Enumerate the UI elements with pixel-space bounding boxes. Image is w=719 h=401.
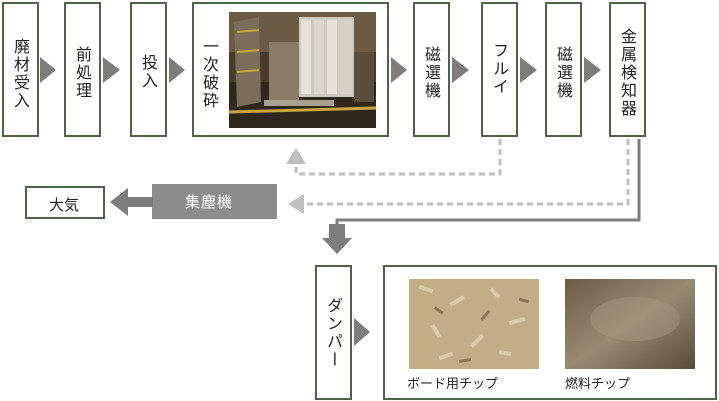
arrow-1 [40,57,56,83]
arrow-5 [452,57,469,83]
products-box: ボード用チップ 燃料チップ [383,265,717,400]
atmosphere-box: 大気 [25,186,105,219]
step-screen: フルイ [481,2,518,137]
arrow-3 [169,57,185,83]
step-screen-label: フルイ [490,42,509,96]
board-chip-label: ボード用チップ [407,377,499,392]
dashed-arrow-left [288,194,304,214]
step-primary-crushing-label: 一次破砕 [200,38,219,110]
step-waste-receiving: 廃材受入 [2,2,39,137]
arrow-to-atmosphere [110,188,128,216]
dust-collector-box: 集塵機 [152,184,277,219]
arrow-to-dumper [322,238,352,254]
dashed-arrow-up [286,148,306,164]
step-dumper: ダンパー [315,265,352,400]
step-magnetic-separator-1-label: 磁選機 [422,46,441,100]
step-pretreatment-label: 前処理 [73,46,92,100]
arrow-8 [354,318,370,346]
step-input-label: 投入 [139,54,158,90]
step-magnetic-separator-1: 磁選機 [413,2,450,137]
dust-collector-label: 集塵機 [185,193,234,211]
fuel-chip-label: 燃料チップ [565,377,631,392]
step-primary-crushing: 一次破砕 [192,2,389,137]
step-dumper-label: ダンパー [324,297,343,369]
atmosphere-label: 大気 [49,196,80,214]
step-metal-detector: 金属検知器 [609,2,646,137]
step-input: 投入 [130,2,167,137]
step-magnetic-separator-2-label: 磁選機 [554,46,573,100]
arrow-7 [584,57,601,83]
step-waste-receiving-label: 廃材受入 [11,38,30,110]
step-magnetic-separator-2: 磁選機 [545,2,582,137]
step-metal-detector-label: 金属検知器 [618,28,637,118]
arrow-6 [520,57,537,83]
board-chip-photo [409,279,539,369]
arrow-2 [103,57,120,83]
arrow-4 [391,57,407,83]
fuel-chip-photo [565,279,695,369]
step-pretreatment: 前処理 [64,2,101,137]
crusher-photo [229,12,376,128]
